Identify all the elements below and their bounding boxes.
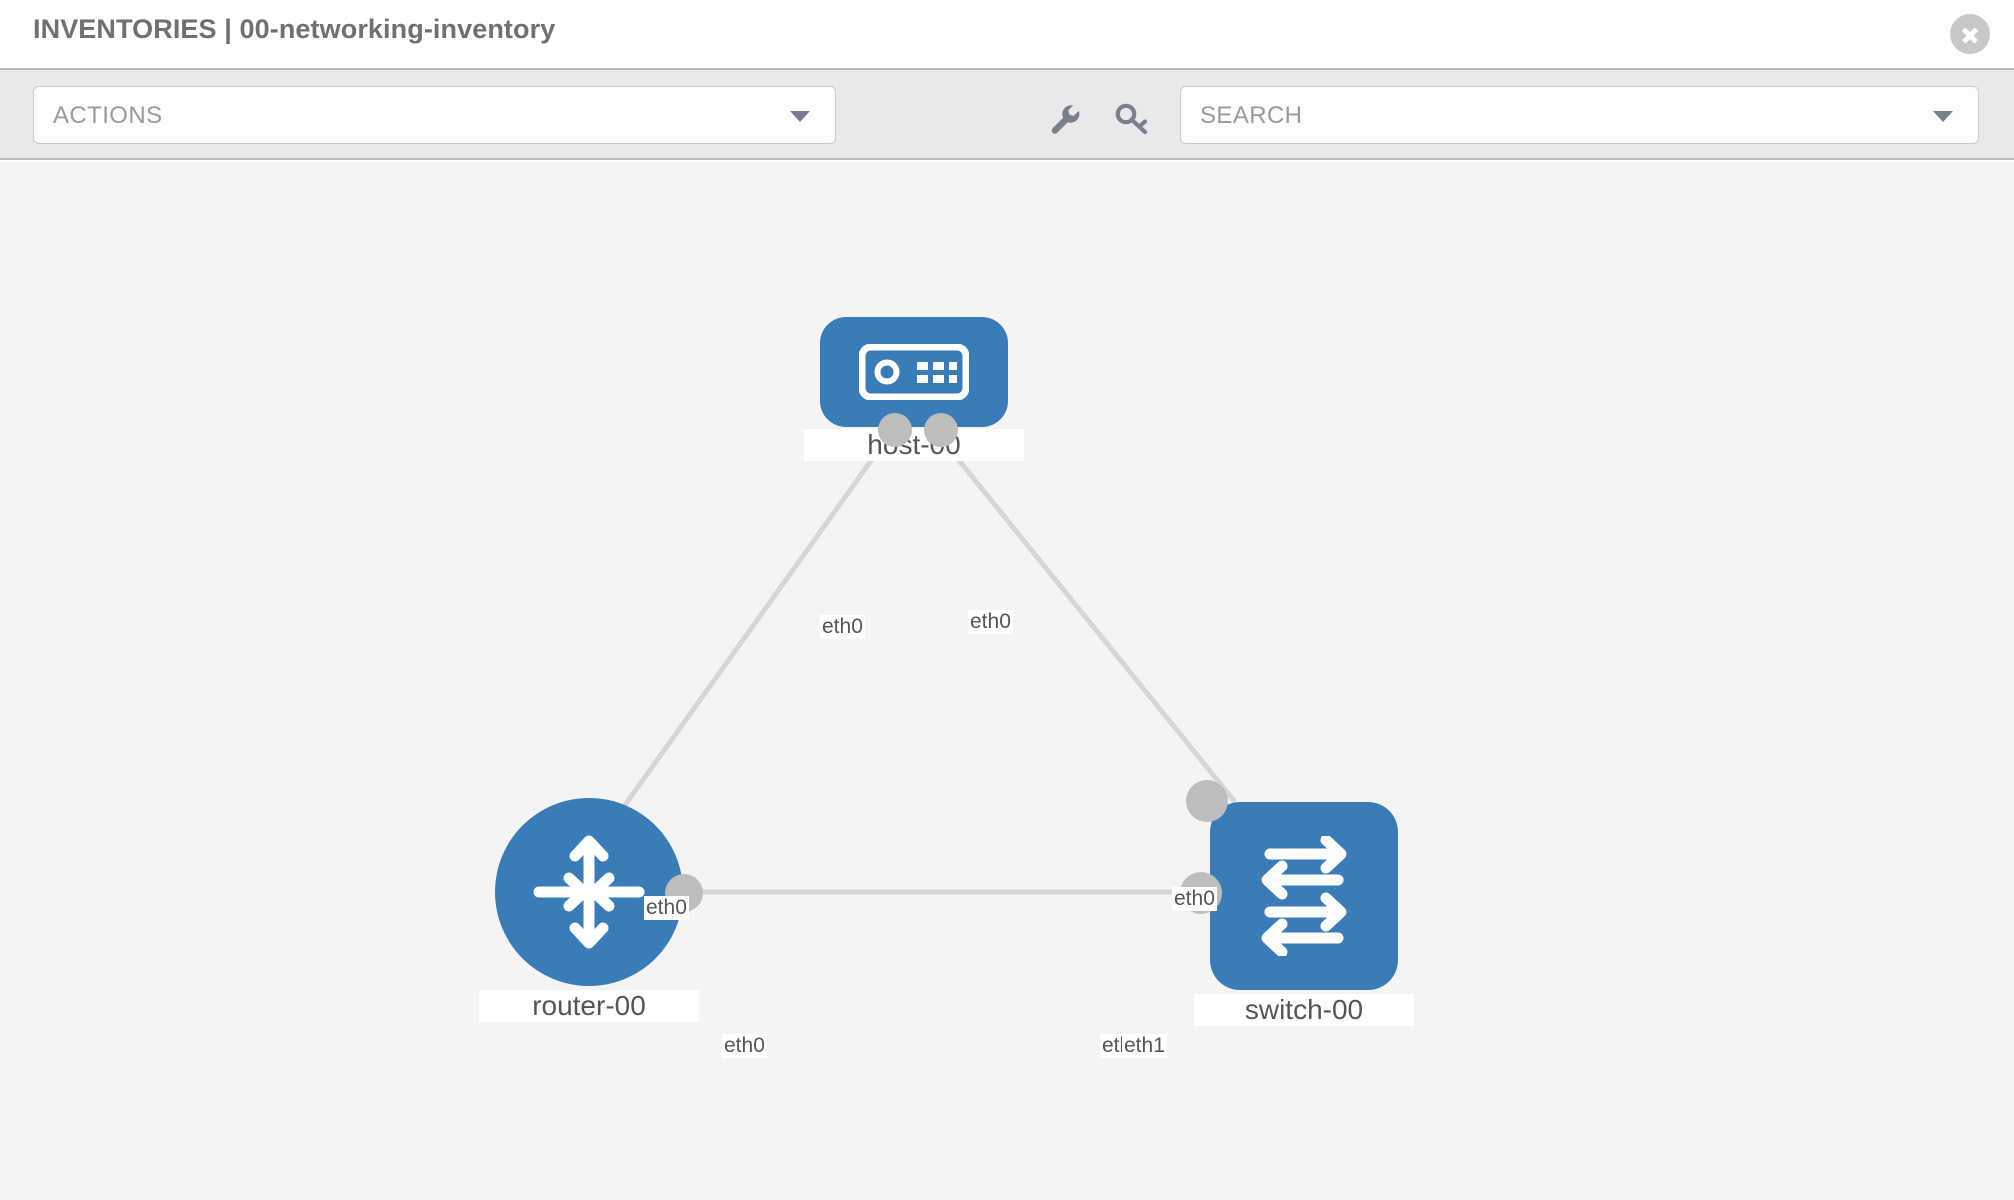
topology-links: [617, 435, 1237, 895]
actions-dropdown-label: ACTIONS: [53, 102, 163, 129]
chevron-down-icon: [790, 111, 810, 122]
close-icon[interactable]: [1950, 14, 1990, 54]
host-node-label: host-00: [804, 429, 1024, 461]
router-arrows-icon: [533, 835, 645, 949]
topology-canvas[interactable]: host-00: [0, 162, 2014, 1200]
actions-dropdown[interactable]: ACTIONS: [33, 86, 836, 144]
close-x-glyph: [1950, 14, 1990, 54]
host-nub-right[interactable]: [924, 413, 958, 447]
search-placeholder: SEARCH: [1200, 102, 1303, 129]
iface-label-router-up: eth0: [644, 896, 689, 920]
switch-arrows-icon: [1261, 836, 1347, 956]
link-host-router: [617, 435, 891, 814]
host-nub-left[interactable]: [878, 413, 912, 447]
key-icon[interactable]: [1110, 96, 1154, 140]
chevron-down-icon: [1933, 111, 1953, 122]
page-header: INVENTORIES | 00-networking-inventory: [0, 0, 2014, 68]
page-title: INVENTORIES | 00-networking-inventory: [33, 14, 556, 44]
host-node-shape[interactable]: [820, 317, 1008, 427]
router-node-shape[interactable]: [495, 798, 683, 986]
switch-node-shape[interactable]: [1210, 802, 1398, 990]
search-input[interactable]: SEARCH: [1180, 86, 1979, 144]
toolbar: ACTIONS SEARCH: [0, 68, 2014, 160]
iface-label-router-right: eth0: [722, 1034, 767, 1058]
server-icon: [859, 344, 969, 400]
iface-label-host-right: eth0: [968, 610, 1013, 634]
switch-nub-top-left[interactable]: [1186, 780, 1228, 822]
switch-node-label: switch-00: [1194, 994, 1414, 1026]
router-node-label: router-00: [479, 990, 699, 1022]
iface-label-switch-left: eth1: [1122, 1034, 1167, 1058]
link-host-switch: [938, 435, 1237, 804]
wrench-icon[interactable]: [1042, 96, 1086, 140]
iface-label-switch-up: eth0: [1172, 887, 1217, 911]
iface-label-host-left: eth0: [820, 615, 865, 639]
